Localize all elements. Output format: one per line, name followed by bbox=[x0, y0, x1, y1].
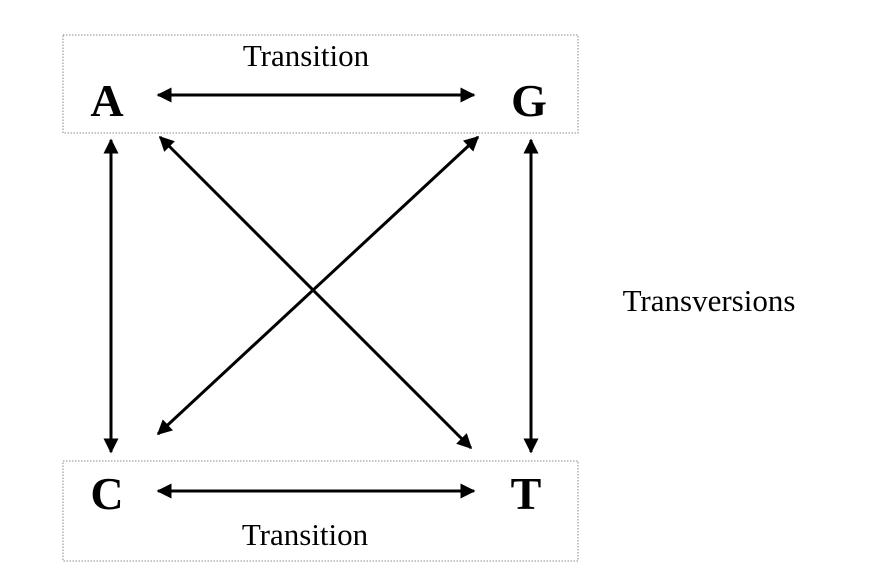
transversions-label: Transversions bbox=[623, 283, 796, 318]
base-g-label: G bbox=[511, 75, 547, 126]
purine-group-box bbox=[62, 34, 579, 134]
transition-label-bottom: Transition bbox=[242, 517, 369, 552]
transversion-arrow-a-t bbox=[158, 135, 473, 450]
pyrimidine-group-box bbox=[62, 460, 579, 562]
base-c-label: C bbox=[90, 468, 123, 519]
base-t-label: T bbox=[511, 468, 542, 519]
base-a-label: A bbox=[90, 75, 123, 126]
transition-label-top: Transition bbox=[243, 38, 370, 73]
transversion-arrow-g-c bbox=[156, 135, 480, 436]
